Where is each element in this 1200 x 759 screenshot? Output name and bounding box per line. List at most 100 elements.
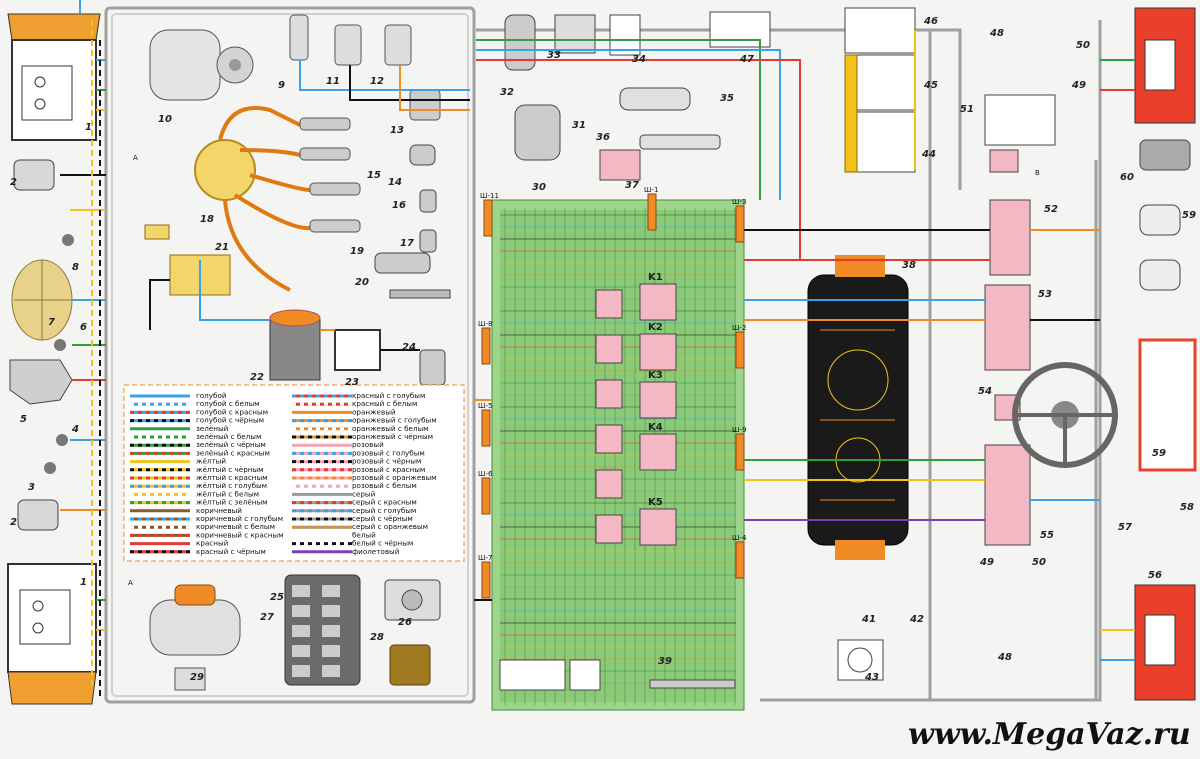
legend-label: розовый <box>352 440 384 449</box>
right-modules <box>984 94 1056 546</box>
relay-box <box>639 381 677 419</box>
legend-row: коричневый с белым <box>130 522 275 531</box>
relay-box <box>639 283 677 321</box>
callout-c37: 37 <box>625 180 639 191</box>
connector-label: Ш-3 <box>732 198 746 206</box>
relay-label: K1 <box>648 272 663 283</box>
legend-row: розовый с белым <box>292 481 417 490</box>
legend-label: жёлтый с белым <box>196 489 259 498</box>
legend-row: фиолетовый <box>292 547 400 556</box>
legend-label: жёлтый с голубым <box>196 481 267 490</box>
relay-box <box>639 508 677 546</box>
connector-label: Ш-8 <box>478 320 492 328</box>
harness-connector <box>735 541 745 579</box>
callout-c9: 9 <box>278 80 285 91</box>
fuse-slot <box>595 334 623 364</box>
relay-box <box>639 433 677 471</box>
legend-row: оранжевый с чёрным <box>292 432 433 441</box>
marker-b: B <box>1035 169 1040 177</box>
callout-c17: 17 <box>400 238 414 249</box>
legend-label: красный <box>196 539 229 548</box>
relay-box <box>639 333 677 371</box>
callout-c42: 42 <box>909 614 924 625</box>
right-col-sensors <box>374 144 451 299</box>
legend-row: серый с красным <box>292 498 417 507</box>
legend-row: красный <box>130 539 229 548</box>
callout-c4: 4 <box>71 424 79 435</box>
legend-label: серый с голубым <box>352 506 416 515</box>
callout-c2b: 2 <box>10 517 17 528</box>
legend-label: красный с голубым <box>352 391 425 400</box>
fuse-slot <box>595 514 623 544</box>
callout-c14: 14 <box>388 177 402 188</box>
callout-c10: 10 <box>158 114 172 125</box>
callout-c52: 52 <box>1044 204 1058 215</box>
legend-row: голубой <box>130 391 227 400</box>
callout-c22: 22 <box>250 372 264 383</box>
legend-row: розовый с голубым <box>292 448 425 457</box>
legend-label: голубой с чёрным <box>196 416 264 425</box>
legend-label: зелёный с красным <box>196 448 270 457</box>
switch-block-44-46 <box>844 7 916 173</box>
legend-row: серый с чёрным <box>292 514 413 523</box>
legend-row: жёлтый с чёрным <box>130 465 264 474</box>
fuse-box <box>284 574 361 686</box>
callout-c1a: 1 <box>85 122 92 133</box>
legend-label: оранжевый с чёрным <box>352 432 433 441</box>
callout-c57: 57 <box>1118 522 1132 533</box>
lower-center-components <box>499 639 884 691</box>
legend-label: голубой с красным <box>196 407 268 416</box>
callout-c55: 55 <box>1040 530 1054 541</box>
legend-row: голубой с чёрным <box>130 416 264 425</box>
legend-row: белый <box>292 530 376 539</box>
starter <box>149 584 241 691</box>
harness-connector <box>483 199 493 237</box>
legend-label: красный с чёрным <box>196 547 266 556</box>
callout-c16: 16 <box>392 200 406 211</box>
side-components-left <box>9 159 74 531</box>
wires-ignition <box>149 60 470 351</box>
legend-label: серый с чёрным <box>352 514 413 523</box>
rear-window-heater <box>1138 338 1197 472</box>
legend-row: голубой с красным <box>130 407 268 416</box>
legend-label: жёлтый <box>196 457 226 466</box>
legend-row: жёлтый с голубым <box>130 481 267 490</box>
legend-row: серый с оранжевым <box>292 522 428 531</box>
callout-c29: 29 <box>190 672 204 683</box>
legend-row: белый с чёрным <box>292 539 413 548</box>
callout-c21: 21 <box>215 242 229 253</box>
legend-label: серый с оранжевым <box>352 522 428 531</box>
callout-c30: 30 <box>532 182 546 193</box>
sensor-24 <box>419 349 446 386</box>
legend-label: жёлтый с зелёным <box>196 498 268 507</box>
callout-c3: 3 <box>28 482 35 493</box>
wiper-motor-60 <box>1139 139 1191 171</box>
legend-label: коричневый с голубым <box>196 514 283 523</box>
connector-23 <box>334 329 381 371</box>
legend-row: серый с голубым <box>292 506 416 515</box>
callout-c48b: 48 <box>997 652 1012 663</box>
fuse-slot <box>595 469 623 499</box>
callout-c27: 27 <box>260 612 274 623</box>
legend-label: зелёный с чёрным <box>196 440 266 449</box>
connector-label: Ш-6 <box>478 470 493 478</box>
alternator <box>149 29 254 101</box>
callout-c36: 36 <box>596 132 610 143</box>
callout-c50a: 50 <box>1076 40 1090 51</box>
spark-plugs <box>299 117 361 233</box>
connector-label: Ш-1 <box>644 186 658 194</box>
callout-c26: 26 <box>398 617 412 628</box>
legend-row: красный с белым <box>292 399 417 408</box>
harness-connector <box>735 205 745 243</box>
harness-connector <box>481 477 491 515</box>
relay-label: K3 <box>648 370 663 381</box>
legend-row: розовый <box>292 440 384 449</box>
callout-c35: 35 <box>720 93 734 104</box>
harness-frame <box>104 6 1102 704</box>
legend-label: голубой с белым <box>196 399 260 408</box>
callout-c41: 41 <box>861 614 876 625</box>
connector-label: Ш-9 <box>732 426 746 434</box>
harness-connector <box>735 331 745 369</box>
legend-row: коричневый <box>130 506 242 515</box>
connector-label: Ш-5 <box>478 402 492 410</box>
